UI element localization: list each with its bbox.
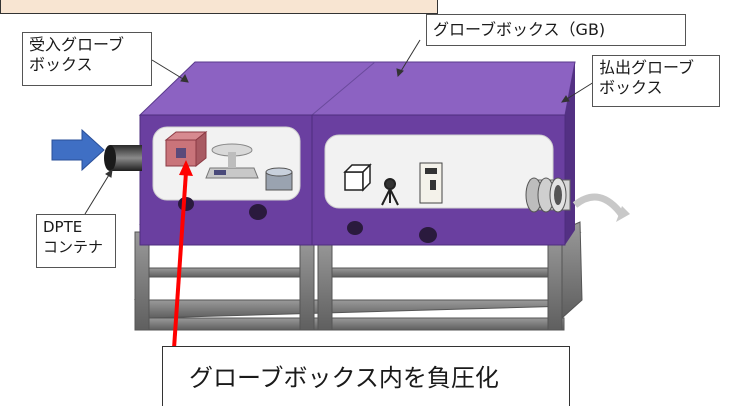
inflow-arrow — [51, 128, 105, 172]
outflow-curve-arrow — [572, 193, 625, 218]
safe-icon — [419, 162, 443, 204]
balance-icon — [205, 143, 259, 179]
dispatch-glovebox-label: 払出グローブ ボックス — [592, 55, 720, 107]
cube-icon — [343, 163, 372, 192]
sample-container-icon — [164, 130, 208, 168]
dpte-container-icon — [104, 145, 142, 171]
support-frame — [134, 221, 583, 331]
stand-icon — [381, 178, 399, 206]
receiving-glovebox-label: 受入グローブ ボックス — [22, 32, 152, 86]
dpte-container-label: DPTE コンテナ — [36, 214, 116, 268]
weighing-dish-icon — [265, 167, 293, 191]
top-callout-band — [0, 0, 438, 14]
glovebox-top-face — [138, 61, 576, 116]
negative-pressure-pointer — [170, 160, 193, 379]
glove-ports — [178, 197, 437, 243]
callout-pointers — [84, 39, 595, 215]
negative-pressure-label: グローブボックス内を負圧化 — [162, 346, 570, 406]
dispatch-port-icon — [525, 177, 571, 213]
glovebox-label: グローブボックス（GB) — [426, 14, 686, 46]
